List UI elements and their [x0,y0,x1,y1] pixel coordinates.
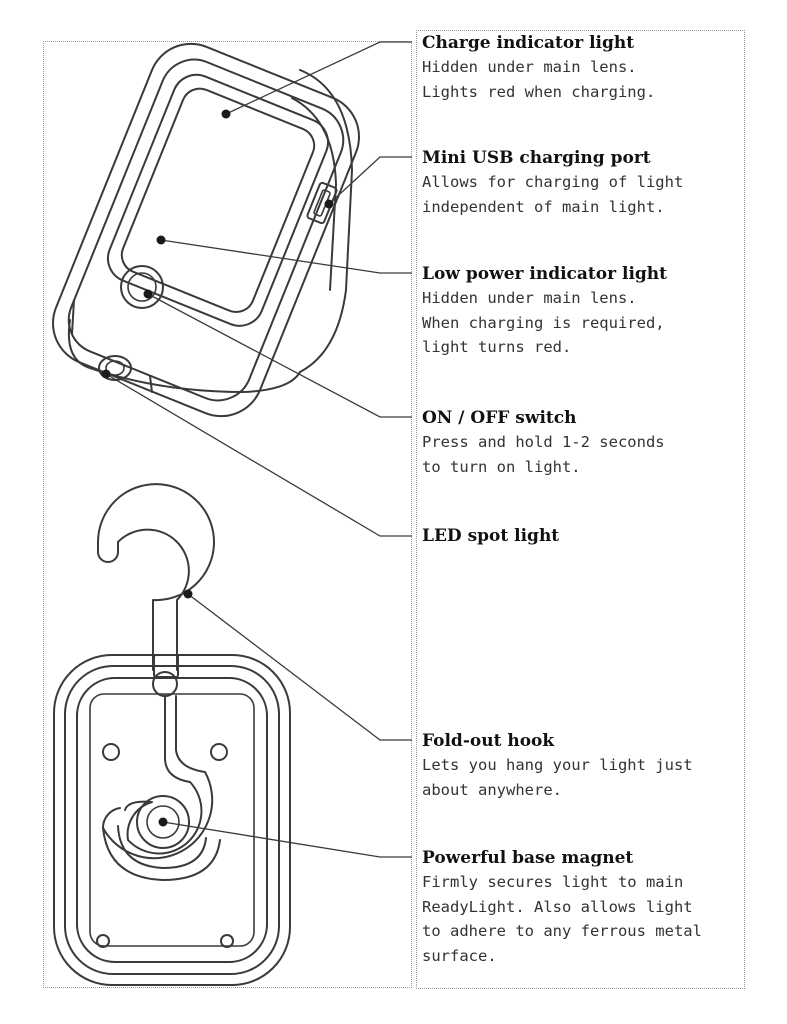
callout-low-power-indicator: Low power indicator light Hidden under m… [422,262,744,360]
illustration-panel [43,41,412,988]
callout-title: Charge indicator light [422,33,635,53]
leader-lines [105,41,412,858]
callout-title: ON / OFF switch [422,408,577,428]
callout-panel [416,30,745,989]
callout-description: Press and hold 1-2 seconds to turn on li… [422,433,665,476]
callout-charge-indicator: Charge indicator light Hidden under main… [422,31,744,104]
callout-title: Powerful base magnet [422,848,634,868]
callout-usb-port: Mini USB charging port Allows for chargi… [422,146,744,219]
callout-on-off-switch: ON / OFF switch Press and hold 1-2 secon… [422,406,744,479]
callout-description: Firmly secures light to main ReadyLight.… [422,873,702,965]
callout-title: Fold-out hook [422,731,555,751]
callout-base-magnet: Powerful base magnet Firmly secures ligh… [422,846,744,968]
callout-title: Mini USB charging port [422,148,651,168]
callout-led-spot-light: LED spot light [422,524,744,548]
callout-fold-out-hook: Fold-out hook Lets you hang your light j… [422,729,744,802]
light-device-front-view [52,42,360,418]
callout-description: Lets you hang your light just about anyw… [422,756,693,799]
callout-points [101,109,334,827]
light-device-back-view [53,483,291,986]
callout-description: Hidden under main lens. When charging is… [422,289,665,356]
callout-title: Low power indicator light [422,264,668,284]
callout-title: LED spot light [422,526,560,546]
callout-description: Allows for charging of light independent… [422,173,684,216]
callout-description: Hidden under main lens. Lights red when … [422,58,656,101]
